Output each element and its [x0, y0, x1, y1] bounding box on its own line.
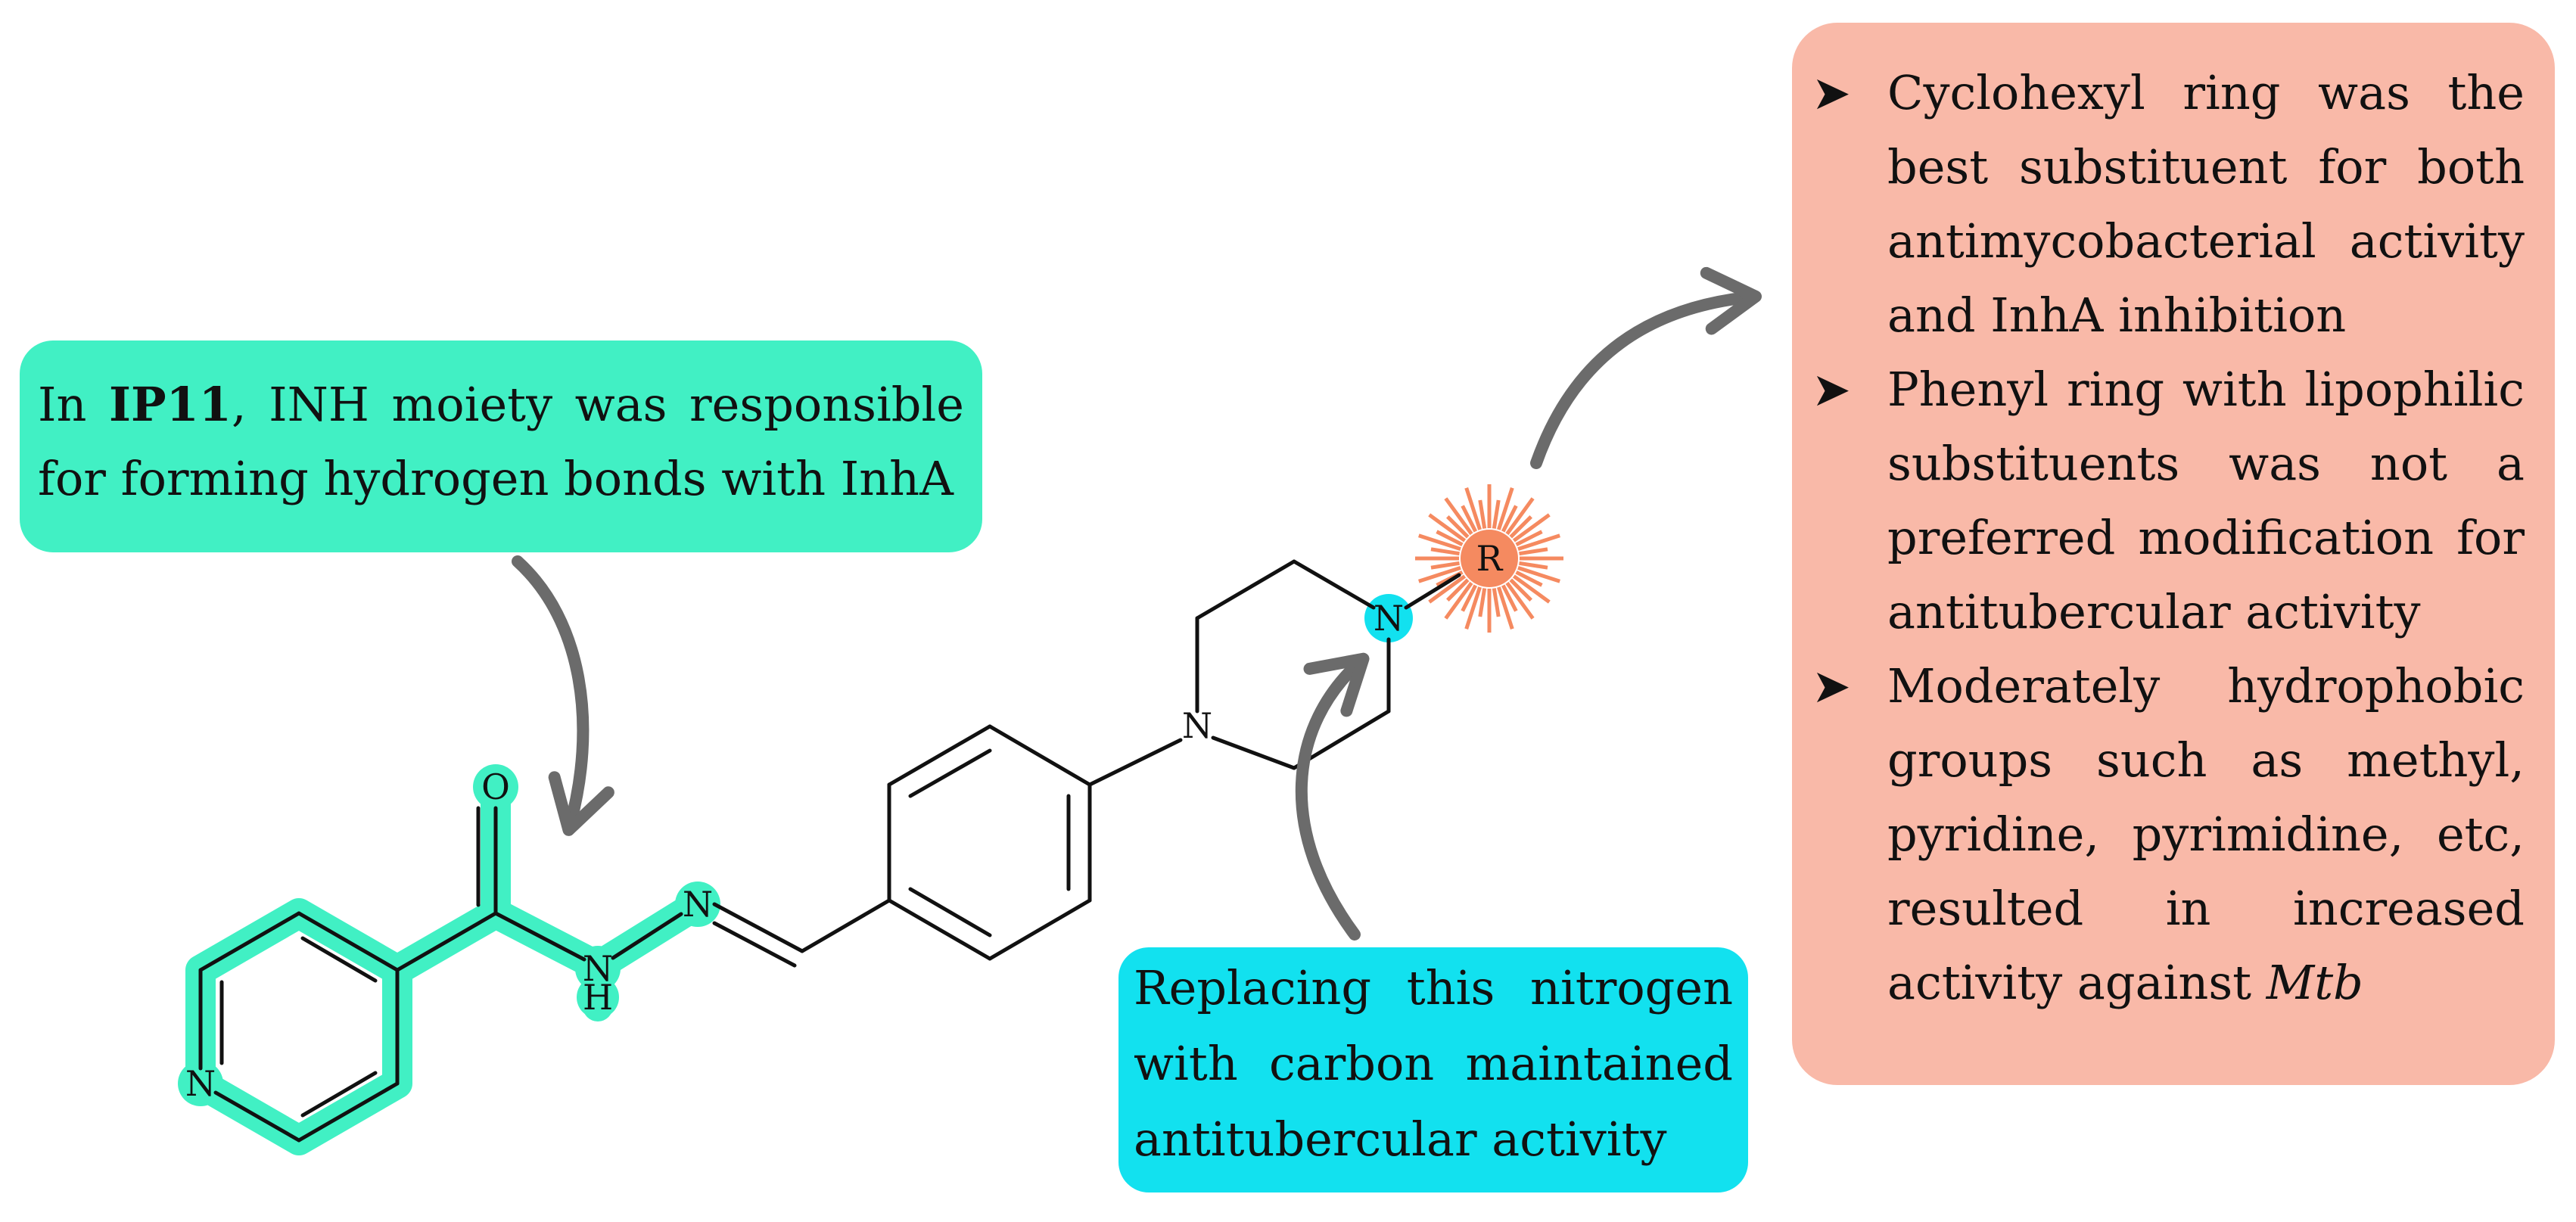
burst-ray [1505, 497, 1535, 536]
atom-n-piperazine-aryl: N [1182, 705, 1212, 746]
burst-ray [1430, 547, 1460, 556]
burst-ray [1444, 581, 1473, 620]
inh-moiety-callout: In IP11, INH moiety was responsible for … [20, 340, 982, 552]
burst-ray [1430, 561, 1460, 570]
callout-arrows [512, 266, 1762, 941]
sar-finding-item: ➤ Moderately hydrophobic groups such as m… [1812, 649, 2525, 1020]
burst-ray [1428, 574, 1467, 604]
burst-ray [1519, 547, 1548, 556]
burst-ray [1519, 561, 1548, 570]
atom-labels: N O N H N N N R [185, 538, 1504, 1104]
burst-ray [1512, 574, 1551, 604]
bullet-arrow-icon: ➤ [1812, 658, 1851, 714]
atom-r-group: R [1476, 538, 1504, 579]
r-group-sar-callout: ➤ Cyclohexyl ring was the best substituen… [1792, 23, 2555, 1085]
sar-finding-item: ➤ Phenyl ring with lipophilic substituent… [1812, 353, 2525, 649]
burst-ray [1428, 513, 1467, 543]
burst-ray [1492, 588, 1501, 617]
arrow-inh-to-molecule [512, 555, 614, 836]
burst-ray [1478, 588, 1487, 617]
burst-ray [1497, 586, 1514, 630]
compound-name: IP11 [108, 377, 232, 432]
atom-n-amide: N [583, 948, 613, 989]
atom-o-carbonyl: O [481, 766, 510, 807]
burst-ray [1444, 497, 1473, 536]
sar-finding-item: ➤ Cyclohexyl ring was the best substituen… [1812, 56, 2525, 353]
atom-h-amide: H [583, 977, 613, 1018]
burst-ray [1512, 513, 1551, 543]
inh-atom-highlights [178, 764, 720, 1106]
inh-moiety-highlight [185, 770, 713, 1155]
sar-finding-text: Cyclohexyl ring was the best substituent… [1887, 65, 2525, 343]
bullet-arrow-icon: ➤ [1812, 65, 1851, 120]
burst-ray [1461, 505, 1478, 533]
sar-finding-text: Moderately hydrophobic groups such as me… [1887, 658, 2525, 1010]
r-group-burst [1415, 484, 1563, 633]
atom-n-pyridine: N [185, 1063, 216, 1104]
arrow-text-to-nitrogen [1295, 652, 1370, 941]
burst-ray [1464, 487, 1482, 530]
burst-ray [1497, 487, 1514, 530]
burst-ray [1515, 530, 1543, 547]
sar-finding-organism: Mtb [2266, 955, 2363, 1010]
burst-ray [1446, 578, 1470, 602]
burst-ray [1501, 505, 1518, 533]
burst-ray [1446, 515, 1470, 539]
burst-ray [1509, 515, 1532, 539]
atom-n-imine: N [683, 884, 713, 925]
bullet-arrow-icon: ➤ [1812, 362, 1851, 417]
burst-ray [1418, 566, 1461, 583]
burst-ray [1464, 586, 1482, 630]
arrow-r-to-box [1530, 266, 1762, 469]
burst-ray [1478, 499, 1487, 529]
nitrogen-callout-text: Replacing this nitrogen with carbon main… [1134, 960, 1733, 1167]
burst-ray [1436, 530, 1464, 547]
burst-ray [1515, 570, 1543, 587]
inh-callout-prefix: In [38, 377, 109, 432]
burst-ray [1509, 578, 1532, 602]
atom-n-piperazine-r: N [1374, 598, 1404, 639]
nitrogen-highlight [1364, 594, 1413, 642]
burst-ray [1517, 533, 1560, 551]
burst-ray [1501, 584, 1518, 612]
burst-ray [1461, 584, 1478, 612]
burst-ray [1418, 533, 1461, 551]
sar-findings-list: ➤ Cyclohexyl ring was the best substituen… [1812, 56, 2525, 1020]
burst-ray [1492, 499, 1501, 529]
inh-callout-text: , INH moiety was responsible for forming… [38, 377, 964, 506]
nitrogen-replacement-callout: Replacing this nitrogen with carbon main… [1118, 947, 1748, 1192]
sar-finding-text: Phenyl ring with lipophilic substituents… [1887, 362, 2525, 639]
burst-ray [1505, 581, 1535, 620]
burst-ray [1517, 566, 1560, 583]
